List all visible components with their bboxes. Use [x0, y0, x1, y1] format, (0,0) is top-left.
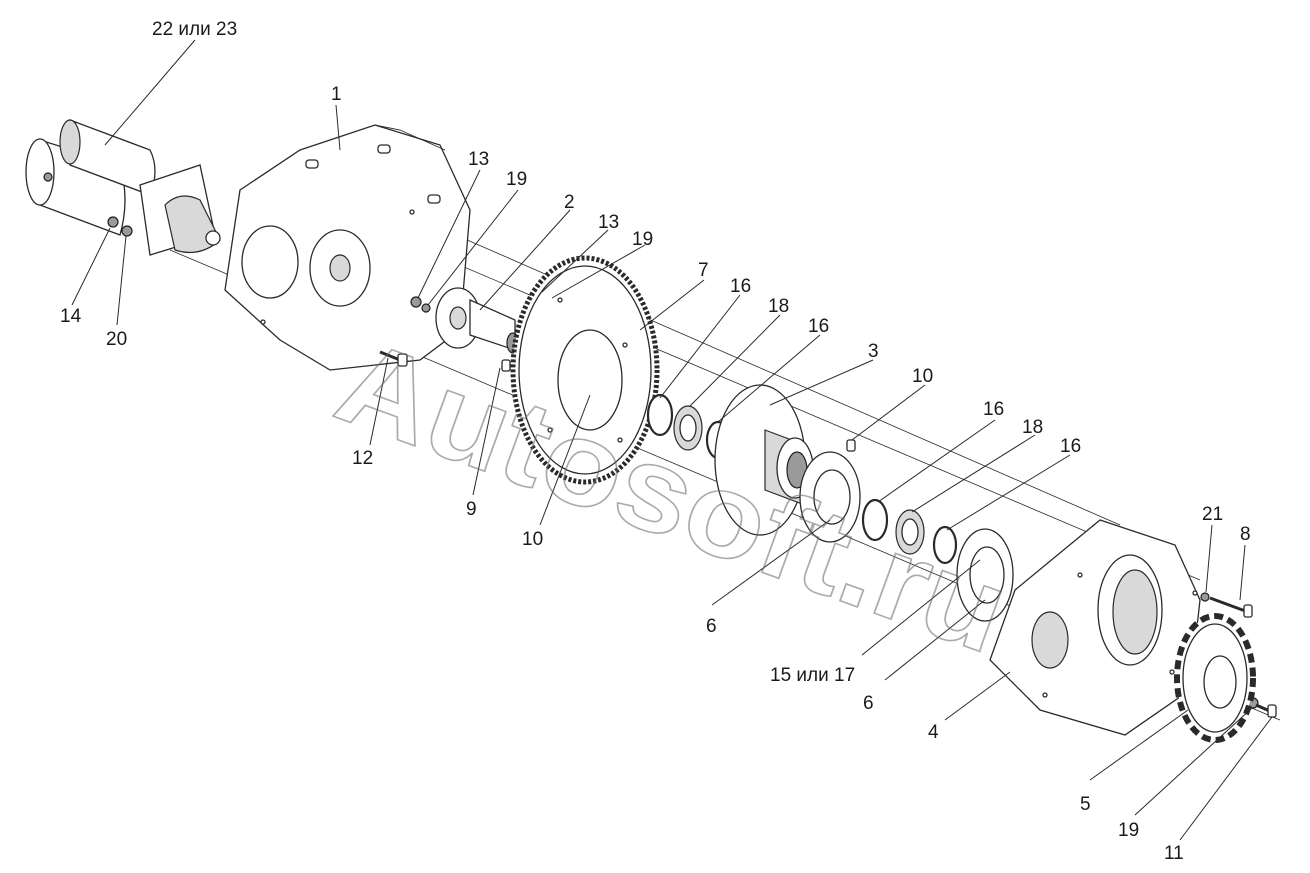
housing-cover: [989, 519, 1201, 736]
flange-hub: [714, 384, 814, 536]
starter-motor: [25, 119, 221, 256]
callout-10: 10: [522, 529, 543, 550]
callout-21: 21: [1202, 504, 1223, 525]
callout-13: 13: [468, 149, 489, 170]
callout-16: 16: [730, 276, 751, 297]
callout-6: 6: [706, 616, 717, 637]
callout-16: 16: [808, 316, 829, 337]
ring-gear: [510, 255, 660, 485]
callout-8: 8: [1240, 524, 1251, 545]
callout-15-or-17: 15 или 17: [770, 665, 855, 686]
callout-16: 16: [1060, 436, 1081, 457]
callout-22-or-23: 22 или 23: [152, 19, 237, 40]
callout-7: 7: [698, 260, 709, 281]
bolt-9: [501, 359, 511, 372]
callout-4: 4: [928, 722, 939, 743]
callout-19: 19: [632, 229, 653, 250]
callout-5: 5: [1080, 794, 1091, 815]
gasket-1: [799, 451, 861, 543]
callout-3: 3: [868, 341, 879, 362]
callout-labels: 22 или 23 1 13 19 2 13 19 7 16 18 16 3 1…: [60, 19, 1251, 864]
sprocket: [1174, 613, 1256, 743]
bolt-12: [379, 350, 408, 367]
callout-2: 2: [564, 192, 575, 213]
callout-16: 16: [983, 399, 1004, 420]
callout-19: 19: [1118, 820, 1139, 841]
callout-10: 10: [912, 366, 933, 387]
callout-14: 14: [60, 306, 82, 327]
callout-6: 6: [863, 693, 874, 714]
callout-12: 12: [352, 448, 373, 469]
callout-9: 9: [466, 499, 477, 520]
bolt-10: [846, 439, 856, 452]
callout-19: 19: [506, 169, 527, 190]
callout-18: 18: [1022, 417, 1043, 438]
leader-lines: [71, 39, 1273, 841]
callout-1: 1: [331, 84, 342, 105]
callout-13: 13: [598, 212, 619, 233]
callout-20: 20: [106, 329, 127, 350]
callout-11: 11: [1164, 843, 1184, 864]
mounting-plate: [224, 124, 471, 371]
bearing-set-2: [861, 498, 958, 565]
callout-18: 18: [768, 296, 789, 317]
